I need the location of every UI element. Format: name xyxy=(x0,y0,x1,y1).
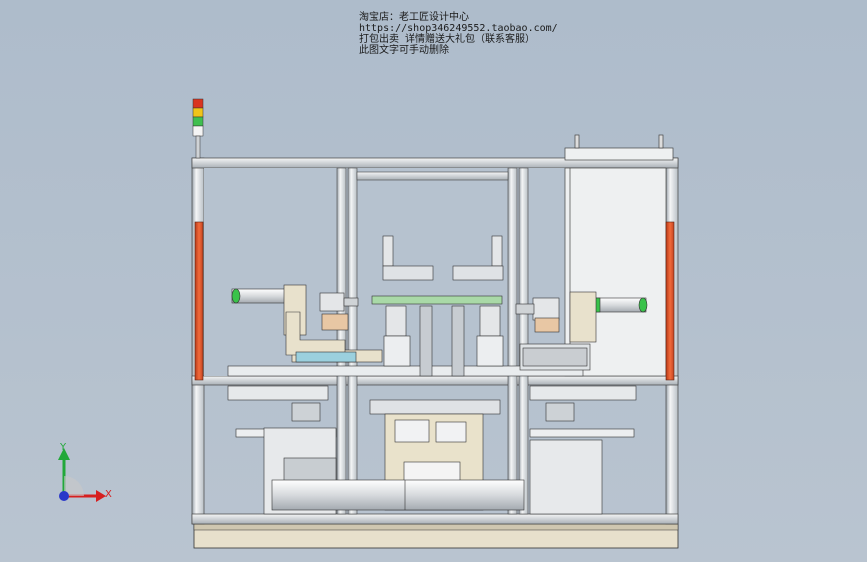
left-clamp-assembly xyxy=(231,284,359,363)
note-line-2: https://shop346249552.taobao.com/ xyxy=(359,23,558,34)
triad-arrows xyxy=(58,448,106,502)
door-strips xyxy=(194,221,675,381)
note-line-1: 淘宝店：老工匠设计中心 xyxy=(359,12,469,23)
coordinate-triad: Y X xyxy=(48,440,118,510)
right-clamp-assembly xyxy=(515,291,648,343)
note-line-4: 此图文字可手动删除 xyxy=(359,45,449,56)
bottom-tube xyxy=(271,479,525,511)
base-plate xyxy=(193,523,679,549)
center-head-assembly xyxy=(371,235,504,377)
triad-y-label: Y xyxy=(60,442,67,453)
stack-light xyxy=(192,98,204,159)
note-line-3: 打包出卖 详情赠送大礼包（联系客服） xyxy=(359,34,536,45)
triad-x-label: X xyxy=(105,489,112,500)
watermark-note: 淘宝店：老工匠设计中心 https://shop346249552.taobao… xyxy=(359,12,558,56)
